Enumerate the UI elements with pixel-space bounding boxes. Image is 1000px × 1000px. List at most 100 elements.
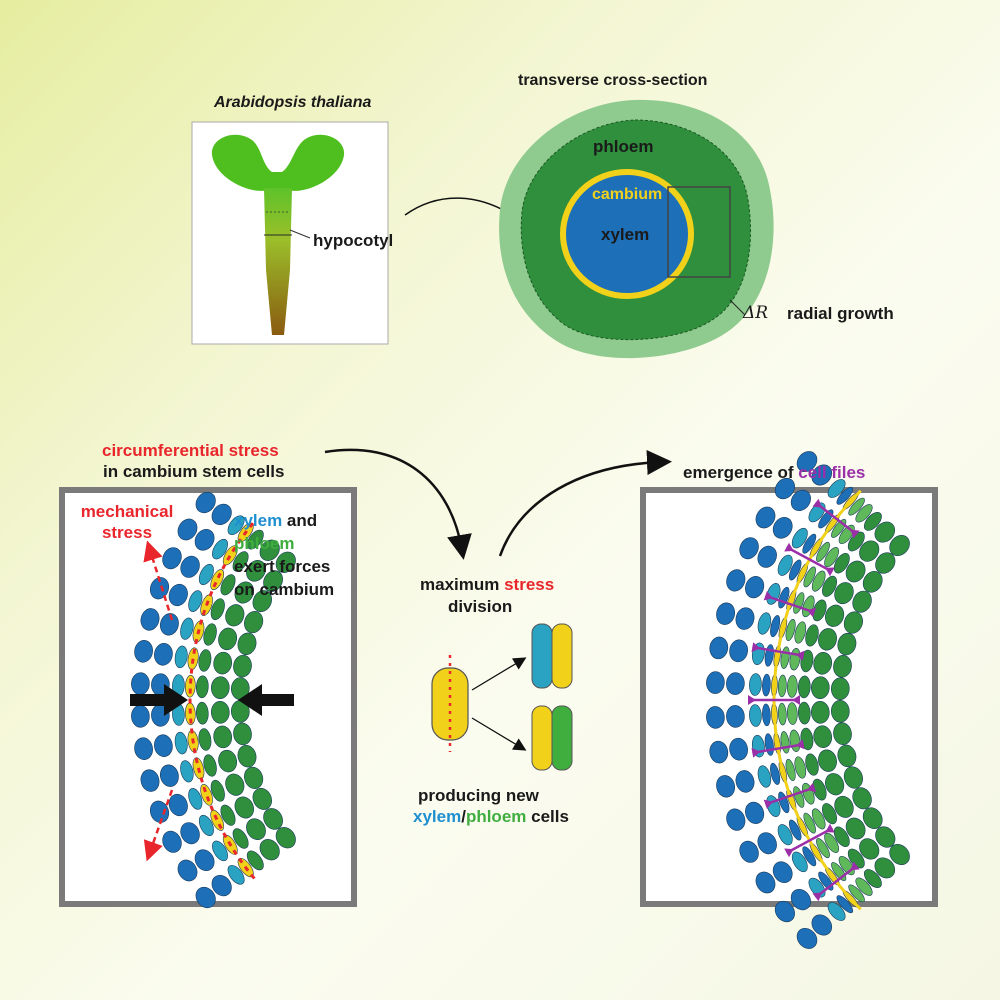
tissue-cell — [757, 765, 772, 788]
tissue-cell — [822, 575, 837, 597]
tissue-cell — [709, 740, 729, 764]
cell-file-arrow — [786, 545, 833, 573]
xylem-label: xylem — [601, 225, 650, 244]
tissue-cell — [195, 886, 216, 909]
tissue-cell — [797, 675, 811, 699]
tissue-cell — [825, 604, 845, 627]
tissue-cell — [180, 760, 194, 783]
tissue-cell — [180, 555, 200, 578]
zoom-box — [667, 186, 731, 278]
tissue-cell — [793, 592, 805, 614]
tissue-cell — [830, 677, 850, 700]
tissue-cell — [774, 900, 795, 923]
tissue-cell — [212, 840, 228, 862]
tissue-cell — [244, 611, 264, 634]
tissue-cell — [762, 673, 771, 697]
tissue-cell — [188, 590, 203, 612]
tissue-cell — [735, 607, 755, 630]
xylem-word: xylem — [234, 511, 283, 530]
tissue-cell — [149, 577, 170, 600]
mech-stress-label-2: stress — [101, 523, 153, 542]
cell-file-arrowhead — [784, 542, 794, 552]
tissue-cell — [774, 477, 795, 500]
tissue-cell — [777, 824, 793, 846]
tissue-cell — [149, 800, 170, 823]
tissue-cell — [184, 674, 196, 698]
tissue-cell — [232, 828, 249, 849]
tissue-cell — [246, 559, 266, 582]
tissue-cell — [813, 725, 833, 748]
tissue-cell — [800, 649, 814, 673]
tissue-cell — [218, 749, 238, 773]
tissue-cell — [848, 884, 865, 903]
cell-file-arrowhead — [751, 642, 761, 653]
slash: / — [461, 807, 466, 826]
and-word: and — [282, 511, 318, 530]
tissue-cell — [198, 728, 212, 751]
tissue-cell — [237, 632, 257, 655]
tissue-cell — [134, 737, 153, 760]
tissue-cell — [770, 762, 781, 785]
tissue-cell — [805, 753, 819, 776]
tissue-cell — [233, 722, 252, 746]
arrow-to-section — [404, 197, 518, 219]
tissue-cell — [716, 602, 736, 625]
tissue-cell — [757, 832, 777, 855]
tissue-cell — [739, 537, 759, 560]
compression-arrow-left — [130, 684, 188, 716]
tissue-cell — [852, 590, 872, 613]
cell-file-arrowhead — [850, 861, 860, 871]
tissue-cell — [762, 703, 771, 727]
tissue-cell — [770, 615, 781, 638]
right-tissue — [706, 451, 910, 949]
tissue-cell — [180, 822, 200, 845]
tissue-cell — [859, 540, 880, 562]
tissue-cell — [140, 608, 160, 631]
tissue-cell — [234, 796, 255, 819]
cell-file-arrowhead — [812, 892, 822, 902]
tissue-cell — [862, 807, 883, 830]
tissue-cell — [833, 552, 850, 574]
tissue-cell — [796, 927, 818, 949]
cambium-stress-line — [188, 520, 256, 880]
tissue-cell — [246, 818, 266, 841]
tissue-cell — [227, 515, 245, 536]
tissue-cell — [836, 895, 854, 914]
cell-files-word: cell files — [798, 463, 866, 482]
cell-file-arrowhead — [812, 498, 822, 508]
tissue-cell — [837, 632, 857, 656]
tissue-cell — [275, 551, 296, 573]
tissue-cell — [168, 583, 188, 607]
cell-file-arrow — [814, 864, 858, 899]
left-tissue — [131, 491, 296, 909]
division-arrow-down — [471, 717, 527, 751]
cell-file-arrow — [752, 743, 804, 755]
tissue-cell — [195, 491, 216, 514]
plant-title: Arabidopsis thaliana — [214, 94, 372, 111]
tissue-cell — [786, 675, 798, 698]
tissue-cell — [777, 674, 787, 698]
tissue-cell — [790, 888, 811, 911]
emergence-word: emergence of — [683, 463, 799, 482]
max-stress-word: stress — [504, 575, 555, 594]
tissue-cell — [259, 539, 280, 561]
tissue-cell — [824, 547, 839, 568]
tissue-cell — [847, 531, 865, 552]
tissue-cell — [259, 839, 280, 861]
tissue-cell — [803, 812, 816, 834]
tissue-cell — [833, 655, 852, 678]
cambium-label: cambium — [592, 186, 663, 203]
tissue-cell — [777, 702, 787, 726]
cell-file-arrowhead — [795, 650, 805, 661]
forces-line-4: on cambium — [234, 580, 335, 599]
tissue-cell — [140, 769, 160, 792]
tissue-cell — [210, 701, 230, 724]
tissue-cell — [726, 705, 745, 728]
tissue-cell — [729, 639, 748, 663]
tissue-cell — [134, 640, 153, 663]
tissue-cell — [777, 554, 793, 576]
tissue-cell — [794, 756, 807, 779]
tissue-cell — [803, 566, 816, 588]
tissue-cell — [203, 754, 217, 777]
tissue-cell — [195, 701, 209, 725]
